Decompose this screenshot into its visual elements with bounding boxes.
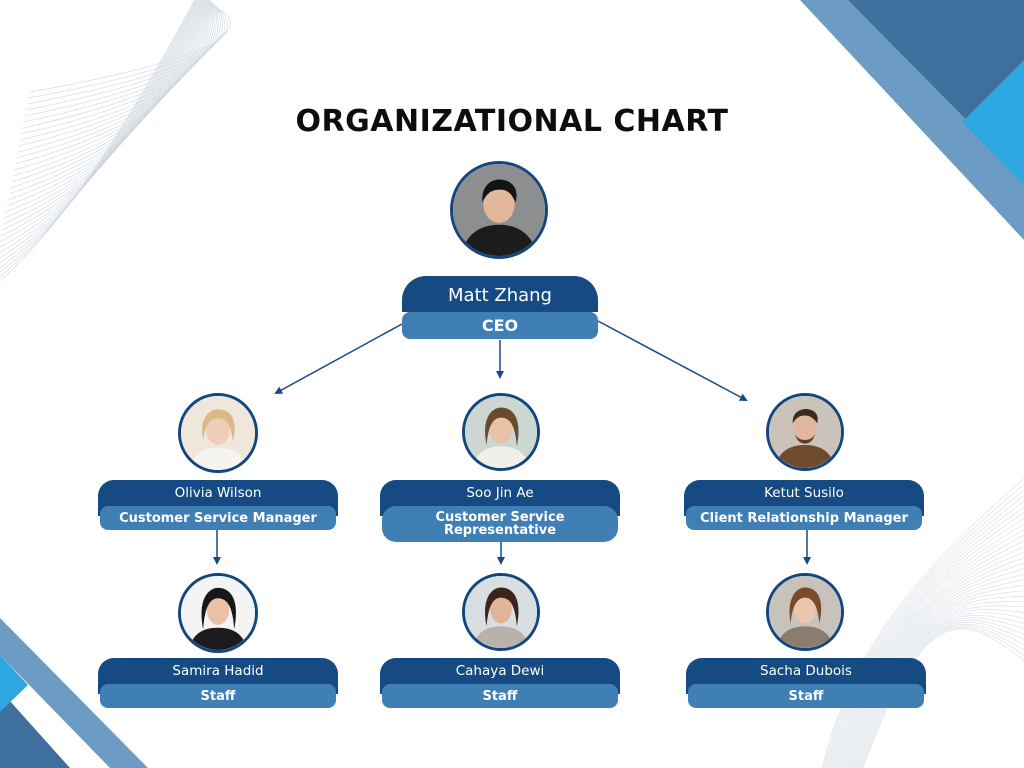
page-title: ORGANIZATIONAL CHART xyxy=(295,104,729,139)
manager-role: Client Relationship Manager xyxy=(686,506,922,530)
staff-role: Staff xyxy=(688,684,924,708)
top-left-line-pattern xyxy=(0,0,231,282)
staff-role: Staff xyxy=(382,684,618,708)
ceo-role: CEO xyxy=(402,312,598,339)
manager-role: Customer Service Representative xyxy=(382,506,618,542)
bottom-right-line-pattern xyxy=(822,478,1024,768)
connector-ceo-to-olivia xyxy=(274,323,403,394)
top-right-cyan-triangle xyxy=(962,60,1024,185)
soojin-photo-icon xyxy=(462,393,540,471)
staff-card-samira: Samira Hadid Staff xyxy=(98,658,338,708)
staff-role: Staff xyxy=(100,684,336,708)
manager-card-ketut: Ketut Susilo Client Relationship Manager xyxy=(684,480,924,530)
bottom-left-slate-stripe xyxy=(0,618,148,768)
staff-card-sacha: Sacha Dubois Staff xyxy=(686,658,926,708)
ceo-photo-icon xyxy=(450,161,548,259)
olivia-photo-icon xyxy=(178,393,258,473)
top-right-slate-stripe xyxy=(800,0,1024,240)
samira-photo-icon xyxy=(178,573,258,653)
ketut-photo-icon xyxy=(766,393,844,471)
connector-ceo-to-ketut xyxy=(597,320,748,401)
top-right-dark-stripe xyxy=(848,0,1024,120)
bottom-left-dark-shape xyxy=(0,690,70,768)
manager-role: Customer Service Manager xyxy=(100,506,336,530)
cahaya-photo-icon xyxy=(462,573,540,651)
manager-card-soojin: Soo Jin Ae Customer Service Representati… xyxy=(380,480,620,542)
manager-card-olivia: Olivia Wilson Customer Service Manager xyxy=(98,480,338,530)
sacha-photo-icon xyxy=(766,573,844,651)
bottom-left-cyan-triangle xyxy=(0,655,28,712)
staff-card-cahaya: Cahaya Dewi Staff xyxy=(380,658,620,708)
ceo-name: Matt Zhang xyxy=(402,276,598,312)
ceo-card: Matt Zhang CEO xyxy=(402,276,598,340)
